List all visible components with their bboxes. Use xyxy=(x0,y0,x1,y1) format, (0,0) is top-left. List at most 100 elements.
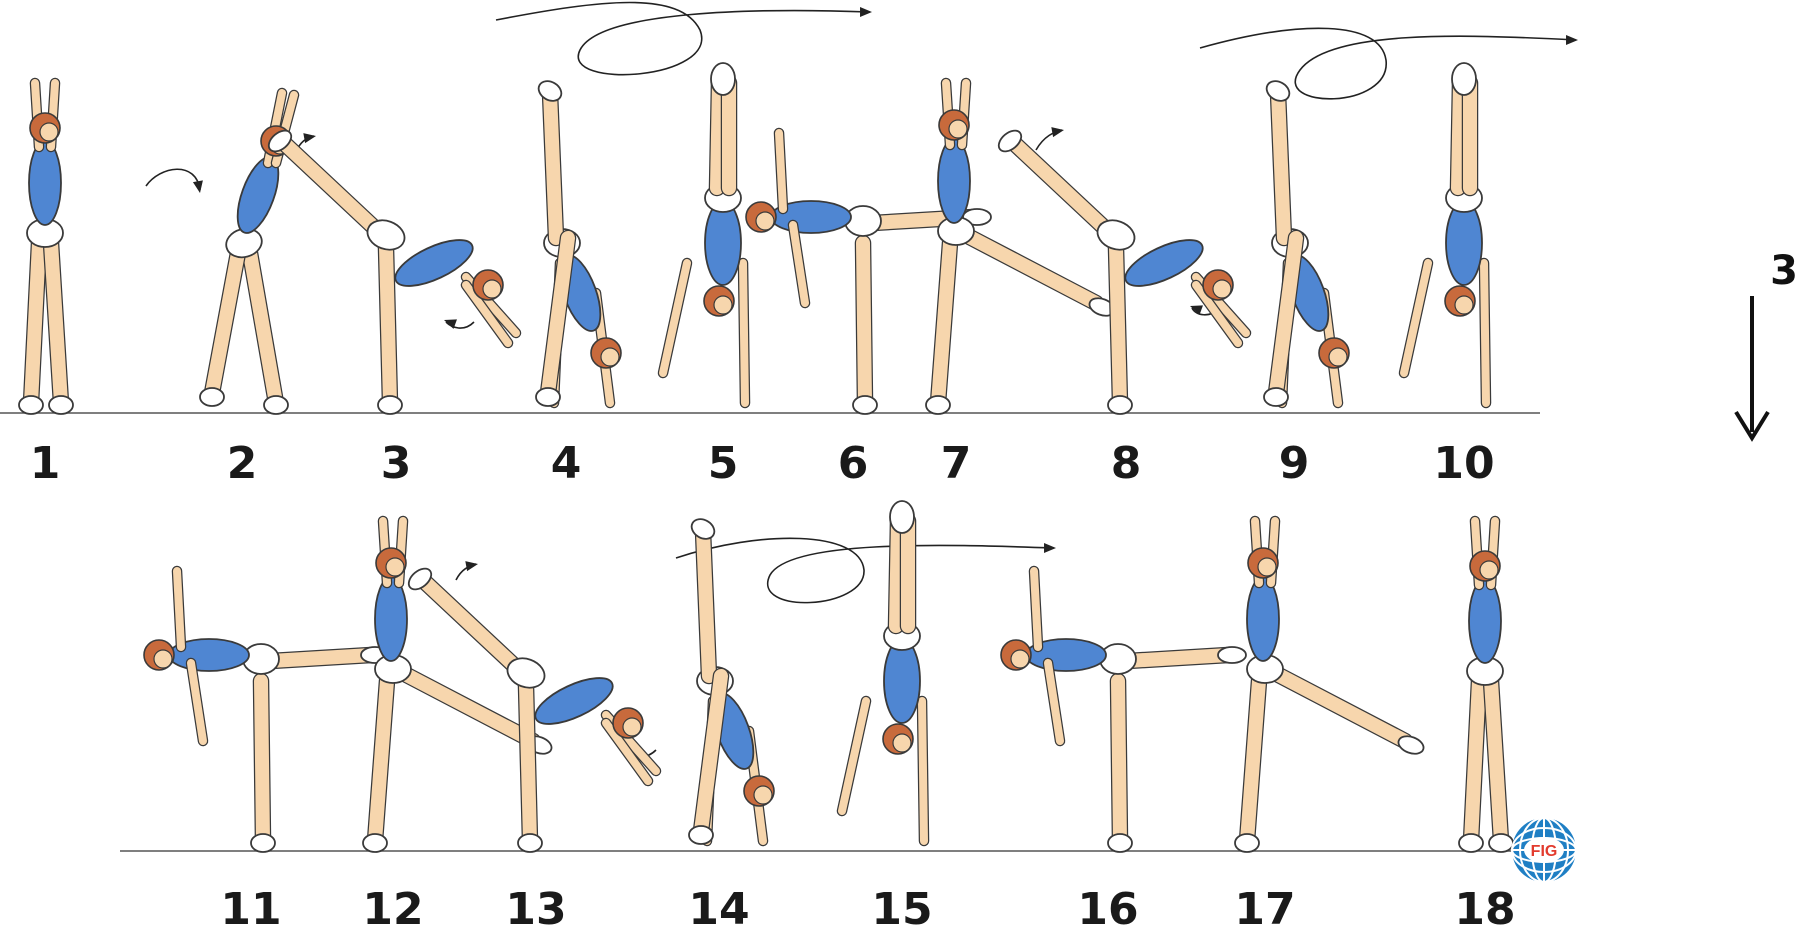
upper-leg xyxy=(543,86,563,245)
raised-leg xyxy=(264,648,378,668)
support-sock xyxy=(250,833,276,853)
down-arm xyxy=(1044,659,1064,745)
support-sock xyxy=(517,833,543,853)
arrowhead-icon xyxy=(860,6,872,18)
support-leg xyxy=(856,236,872,410)
up-arm xyxy=(1030,567,1042,651)
gymnast-figure xyxy=(1398,62,1492,409)
frame-number: 8 xyxy=(1111,438,1142,489)
right-leg xyxy=(44,236,68,410)
front-sock xyxy=(199,387,225,407)
frame-number: 10 xyxy=(1433,438,1494,489)
frame-number: 5 xyxy=(708,438,739,489)
rotation-arrow-icon xyxy=(1199,27,1577,100)
arrowhead-icon xyxy=(1190,305,1203,315)
logo-badge xyxy=(1524,837,1564,863)
left-sock xyxy=(1458,833,1484,853)
gymnast-figure xyxy=(1458,515,1514,853)
gymnast-figure xyxy=(535,80,622,409)
arrowhead-icon xyxy=(1044,542,1056,554)
head-face xyxy=(1328,347,1348,367)
right-sock xyxy=(48,395,74,415)
support-sock xyxy=(362,833,388,853)
upper-sock xyxy=(690,518,716,540)
right-arm xyxy=(918,697,928,845)
gymnast-figure xyxy=(18,77,74,415)
left-leg xyxy=(889,514,905,633)
support-leg xyxy=(1109,241,1127,410)
frame-number: 17 xyxy=(1234,884,1295,933)
frame-number: 1 xyxy=(30,438,61,489)
raised-leg xyxy=(392,664,540,748)
gymnast-figure xyxy=(1263,80,1350,409)
shorts xyxy=(366,219,406,251)
upper-sock xyxy=(537,80,563,102)
lower-leg xyxy=(1269,231,1303,400)
support-leg xyxy=(931,236,957,410)
gymnast-figure xyxy=(143,565,390,853)
feet-socks xyxy=(710,62,736,96)
arrowhead-icon xyxy=(1566,34,1578,46)
leotard xyxy=(704,200,742,286)
up-arm xyxy=(775,129,787,213)
leotard xyxy=(883,638,921,724)
back-leg xyxy=(243,246,283,410)
raised-leg xyxy=(1264,664,1412,748)
right-leg xyxy=(1484,674,1508,848)
raised-leg xyxy=(955,226,1103,310)
head-face xyxy=(755,211,775,231)
gymnast-figure xyxy=(997,129,1252,415)
gymnast-figure xyxy=(407,567,662,853)
support-leg xyxy=(1240,674,1266,848)
right-sock xyxy=(1488,833,1514,853)
frame-number: 2 xyxy=(227,438,258,489)
raised-sock xyxy=(407,567,433,591)
shorts xyxy=(1096,219,1136,251)
raised-sock xyxy=(1217,646,1247,664)
frame-number: 9 xyxy=(1279,438,1310,489)
rotation-arrow-icon xyxy=(445,321,475,329)
left-leg xyxy=(1464,674,1486,848)
raised-sock xyxy=(1397,735,1425,755)
head-face xyxy=(1454,295,1474,315)
left-sock xyxy=(18,395,44,415)
support-leg xyxy=(519,679,537,848)
right-arm xyxy=(602,719,652,785)
head-face xyxy=(948,119,968,139)
feet-socks xyxy=(1451,62,1477,96)
lower-leg xyxy=(694,669,728,838)
right-arm xyxy=(739,259,749,407)
frame-number: 15 xyxy=(871,884,932,933)
right-arm xyxy=(1192,281,1242,347)
head-face xyxy=(385,557,405,577)
frame-number: 3 xyxy=(381,438,412,489)
head-face xyxy=(1479,560,1499,580)
left-leg xyxy=(1451,76,1467,195)
gymnast-figure xyxy=(688,518,775,847)
leotard xyxy=(1445,200,1483,286)
lower-sock xyxy=(535,387,561,407)
lower-leg xyxy=(541,231,575,400)
rotation-arrow-icon xyxy=(675,537,1055,604)
support-leg xyxy=(254,674,270,848)
support-sock xyxy=(1234,833,1260,853)
gymnast-figure xyxy=(267,129,522,415)
upper-leg xyxy=(696,524,716,683)
leotard xyxy=(28,140,62,226)
up-arm xyxy=(173,567,185,651)
gymnast-figures xyxy=(18,62,1514,853)
front-leg xyxy=(205,246,245,400)
feet-socks xyxy=(889,500,915,534)
head-face xyxy=(600,347,620,367)
gymnast-figure xyxy=(1000,565,1247,853)
frame-number: 7 xyxy=(941,438,972,489)
left-arm xyxy=(838,697,870,815)
right-arm xyxy=(1480,259,1490,407)
frame-number: 13 xyxy=(505,884,566,933)
head-face xyxy=(153,649,173,669)
head-face xyxy=(39,122,59,142)
frame-number: 14 xyxy=(688,884,749,933)
gymnast-figure xyxy=(836,500,930,847)
left-leg xyxy=(24,236,46,410)
head-face xyxy=(482,279,502,299)
